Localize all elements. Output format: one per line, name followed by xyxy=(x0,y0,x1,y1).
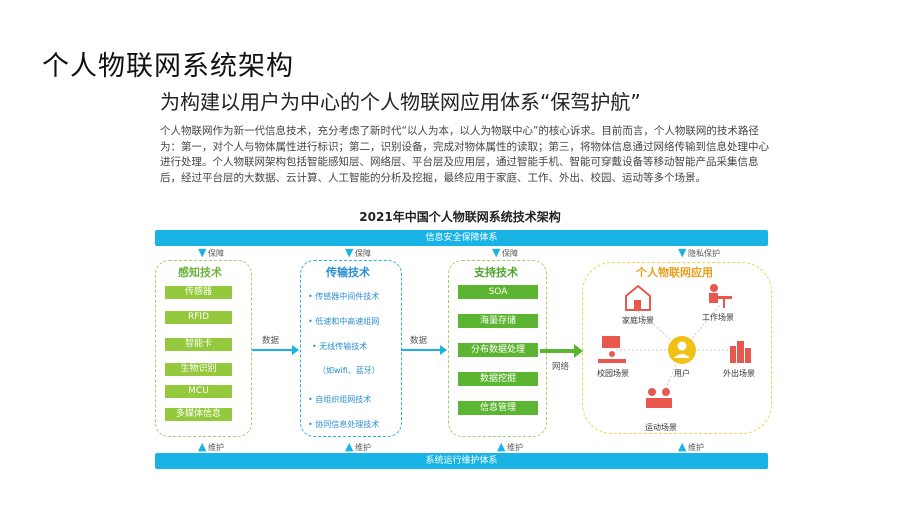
sense-item: 多媒体信息 xyxy=(165,408,232,421)
maintain-label-1: 维护 xyxy=(208,443,224,452)
school-icon xyxy=(598,336,626,363)
sense-item: MCU xyxy=(165,385,232,398)
guarantee-label-2: 保障 xyxy=(355,249,371,258)
down-arrow-icon: ▼ xyxy=(678,246,687,259)
scene-label-outdoor: 外出场景 xyxy=(723,369,755,378)
support-item: SOA xyxy=(458,285,538,299)
maintenance-system-label: 系统运行维护体系 xyxy=(425,456,498,466)
down-arrow-icon: ▼ xyxy=(198,246,207,259)
up-arrow-icon: ▲ xyxy=(497,440,506,453)
data-arrow-2 xyxy=(401,345,447,355)
user-label: 用户 xyxy=(674,369,690,378)
support-item: 分布数据处理 xyxy=(458,343,538,357)
transport-title: 传输技术 xyxy=(322,264,374,280)
diagram-title: 2021年中国个人物联网系统技术架构 xyxy=(359,210,561,224)
application-title: 个人物联网应用 xyxy=(632,264,717,280)
scene-label-sport: 运动场景 xyxy=(645,423,677,432)
sense-panel xyxy=(155,260,252,437)
transport-panel xyxy=(300,260,402,437)
sense-item: 智能卡 xyxy=(165,338,232,351)
transport-item: • 无线传输技术 xyxy=(312,342,368,351)
maintain-label-2: 维护 xyxy=(355,443,371,452)
maintain-label-3: 维护 xyxy=(507,443,523,452)
up-arrow-icon: ▲ xyxy=(678,440,687,453)
support-item: 信息管理 xyxy=(458,401,538,415)
guarantee-label-3: 保障 xyxy=(502,249,518,258)
security-system-label: 信息安全保障体系 xyxy=(425,233,498,243)
application-network xyxy=(598,284,751,408)
up-arrow-icon: ▲ xyxy=(198,440,207,453)
maintenance-system-bar: 系统运行维护体系 xyxy=(155,453,768,469)
transport-item: • 传感器中间件技术 xyxy=(308,292,380,301)
network-arrow xyxy=(540,344,583,358)
sport-icon xyxy=(646,388,672,408)
transport-item: （如wifi、蓝牙） xyxy=(318,366,380,375)
sense-item: RFID xyxy=(165,311,232,324)
data-label-2: 数据 xyxy=(410,336,428,346)
user-icon xyxy=(668,336,696,364)
scene-label-home: 家庭场景 xyxy=(622,316,654,325)
intro-paragraph: 个人物联网作为新一代信息技术，充分考虑了新时代“以人为本，以人为物联中心”的核心… xyxy=(160,125,769,184)
data-label-1: 数据 xyxy=(262,336,280,346)
network-label: 网络 xyxy=(552,362,570,372)
sense-title: 感知技术 xyxy=(174,264,226,280)
support-title: 支持技术 xyxy=(470,264,522,280)
page-subtitle: 为构建以用户为中心的个人物联网应用体系“保驾护航” xyxy=(160,90,641,114)
support-panel xyxy=(448,260,547,437)
data-arrow-1 xyxy=(252,345,299,355)
home-icon xyxy=(625,284,651,311)
application-panel xyxy=(582,262,772,434)
outdoor-icon xyxy=(730,341,751,363)
down-arrow-icon: ▼ xyxy=(492,246,501,259)
transport-item: • 自组织组网技术 xyxy=(308,395,372,404)
work-icon xyxy=(709,284,732,308)
down-arrow-icon: ▼ xyxy=(345,246,354,259)
maintain-label-4: 维护 xyxy=(688,443,704,452)
support-item: 海量存储 xyxy=(458,314,538,328)
transport-item: • 协同信息处理技术 xyxy=(308,420,380,429)
guarantee-label-1: 保障 xyxy=(208,249,224,258)
page-title: 个人物联网系统架构 xyxy=(42,51,294,82)
transport-item: • 低速和中高速组网 xyxy=(308,317,380,326)
support-item: 数据挖掘 xyxy=(458,372,538,386)
security-system-bar: 信息安全保障体系 xyxy=(155,230,768,246)
scene-label-school: 校园场景 xyxy=(597,369,629,378)
sense-item: 传感器 xyxy=(165,286,232,299)
scene-label-work: 工作场景 xyxy=(702,313,734,322)
sense-item: 生物识别 xyxy=(165,363,232,376)
up-arrow-icon: ▲ xyxy=(345,440,354,453)
privacy-label: 隐私保护 xyxy=(688,249,720,258)
